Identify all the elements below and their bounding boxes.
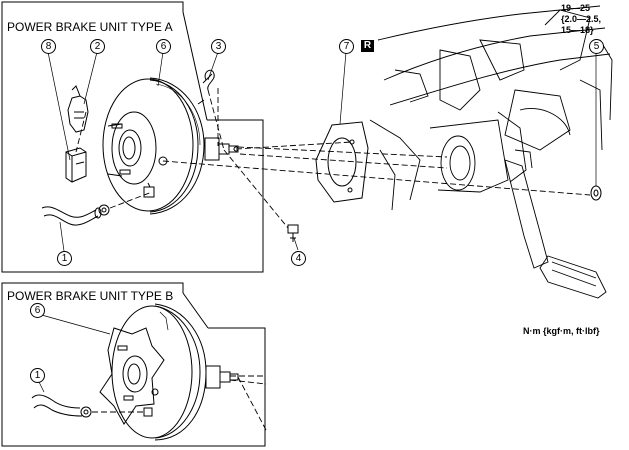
- assembly-lines-type-b: [92, 375, 267, 431]
- connector-part-8: [65, 147, 87, 183]
- clip-part-3: [202, 69, 215, 91]
- bolt-part-4: [287, 224, 299, 242]
- sensor-part-2: [67, 85, 89, 133]
- assembly-lines: [75, 88, 591, 229]
- vacuum-hose-type-b: [31, 394, 92, 418]
- units-legend: N·m {kgf·m, ft·lbf}: [523, 326, 600, 336]
- type-a-frame: [1, 1, 264, 273]
- type-b-title: POWER BRAKE UNIT TYPE B: [7, 289, 174, 303]
- callout-1-type-b: 1: [30, 368, 45, 383]
- callout-1-type-a: 1: [57, 251, 72, 266]
- callout-4: 4: [291, 251, 306, 266]
- callout-5: 5: [589, 39, 604, 54]
- callout-3: 3: [211, 39, 226, 54]
- vacuum-hose-type-a: [41, 204, 110, 226]
- callout-6-type-a: 6: [156, 39, 171, 54]
- gasket-part-7: [315, 121, 369, 203]
- nut-part-5: [590, 185, 602, 201]
- callout-7: 7: [339, 39, 354, 54]
- power-brake-unit-type-b: [99, 303, 239, 441]
- callout-8: 8: [41, 39, 56, 54]
- vehicle-body-and-brake-pedal: [369, 5, 613, 299]
- torque-line-2: {2.0—2.5,: [561, 14, 602, 24]
- torque-line-1: 19—25: [561, 3, 591, 13]
- callout-leaders: [37, 51, 597, 393]
- torque-line-3: 15—18}: [561, 25, 594, 35]
- replace-badge: R: [361, 40, 374, 52]
- callout-6-type-b: 6: [30, 303, 45, 318]
- callout-2: 2: [90, 39, 105, 54]
- power-brake-unit-type-a: [102, 77, 239, 215]
- torque-spec: 19—25 {2.0—2.5, 15—18}: [561, 3, 601, 36]
- type-a-title: POWER BRAKE UNIT TYPE A: [7, 20, 173, 34]
- type-b-frame: [1, 282, 266, 447]
